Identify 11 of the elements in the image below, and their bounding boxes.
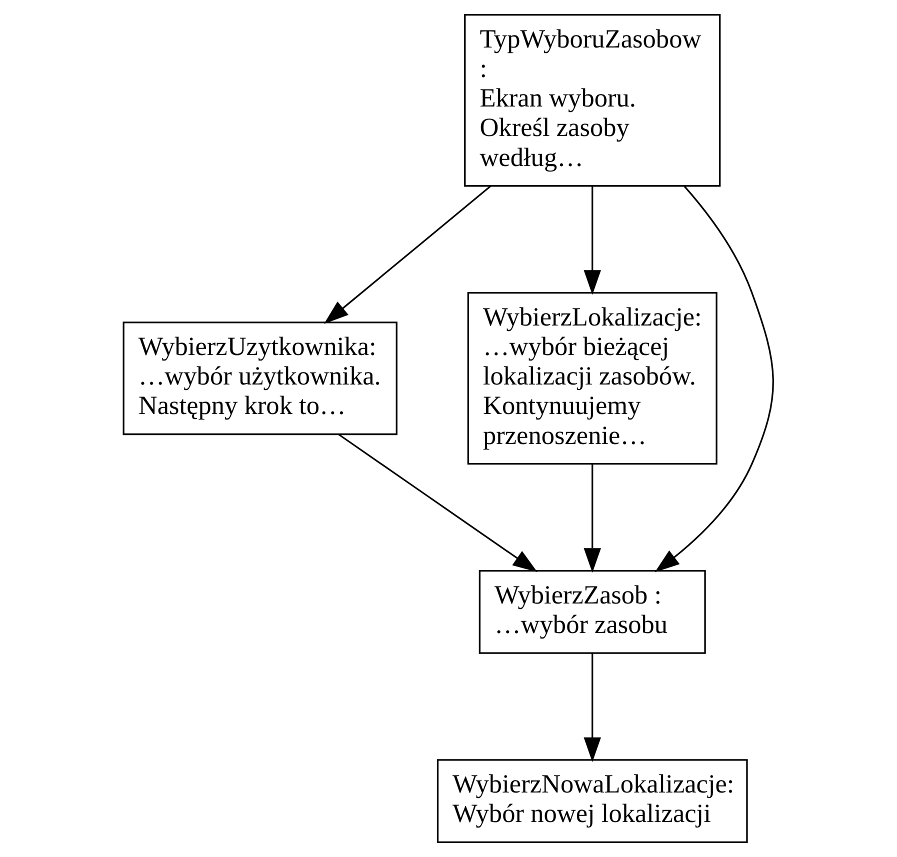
- node-box: WybierzNowaLokalizacje: Wybór nowej lokalizacji: [436, 759, 748, 843]
- arrow: [338, 434, 538, 572]
- arrow: [584, 464, 602, 573]
- arrow: [324, 185, 492, 324]
- node-box: TypWyboruZasobow: Ekran wyboru. Określ zasoby według…: [464, 14, 721, 187]
- arrow: [584, 186, 602, 295]
- arrow: [654, 186, 774, 572]
- node-box: WybierzLokalizacje: …wybór bieżącej lokalizacji zasobów. Kontynuujemy przenoszenie…: [467, 292, 718, 465]
- node-box: WybierzUzytkownika: …wybór użytkownika. Następny krok to…: [122, 322, 398, 436]
- node-box: WybierzZasob : …wybór zasobu: [478, 570, 706, 654]
- arrow: [584, 653, 602, 762]
